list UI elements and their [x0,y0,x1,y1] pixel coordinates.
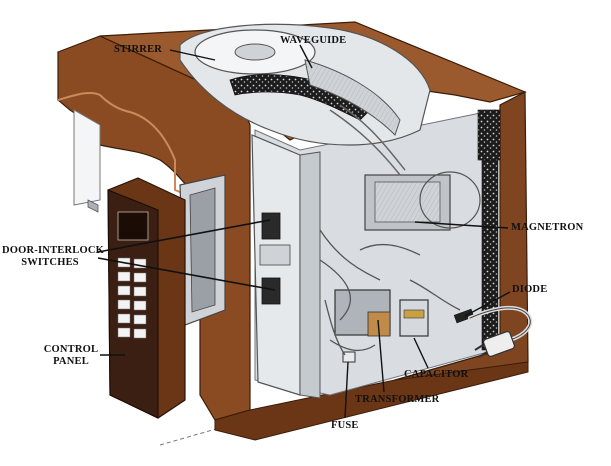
control-panel-button [117,327,131,338]
wiring [319,229,461,356]
plug-prong-2 [478,351,488,358]
label-control-panel: CONTROL PANEL [42,344,100,368]
control-panel-button [133,314,147,325]
label-magnetron: MAGNETRON [511,222,584,233]
switch-bracket [259,244,291,266]
cabinet-left-side [57,35,251,421]
door-frame [73,109,101,206]
insulation-band [229,74,371,121]
magnetron-fins [374,181,441,223]
control-panel-button [117,271,131,282]
front-chassis-frame [299,151,321,399]
control-panel-button [133,272,147,283]
label-control-panel-line2: PANEL [53,356,89,367]
fuse [342,351,356,363]
door-interlock-switch-lower [261,277,281,305]
control-panel-display [117,211,149,241]
power-plug [483,330,515,358]
door-interlock-switch-upper [261,212,281,240]
label-door-interlock-switches: DOOR-INTERLOCK SWITCHES [2,245,104,269]
label-capacitor: CAPACITOR [404,369,469,380]
label-stirrer: STIRRER [114,44,163,55]
label-diode: DIODE [512,284,548,295]
plug-prong-1 [474,344,484,351]
door-handle-inner [189,187,216,313]
cabinet-bottom [214,361,529,441]
stirrer-hub [234,43,276,61]
label-fuse: FUSE [331,420,359,431]
capacitor-band [403,309,425,319]
control-panel-button [133,328,147,339]
cabinet-left-cut-edge [57,91,201,201]
cable-bundle [329,104,406,176]
control-panel-button [117,299,131,310]
label-waveguide: WAVEGUIDE [280,35,347,46]
label-door-interlock-line1: DOOR-INTERLOCK [2,245,104,256]
door-hinge [87,199,99,213]
control-panel-button [117,313,131,324]
label-control-panel-line1: CONTROL [43,344,99,355]
control-panel-button [133,300,147,311]
waveguide-ridge [304,59,401,136]
label-transformer: TRANSFORMER [355,394,440,405]
label-door-interlock-line2: SWITCHES [21,257,79,268]
control-panel-button [133,258,147,269]
control-panel-button [117,285,131,296]
control-panel-button [117,257,131,268]
right-insulation-top [477,109,501,161]
transformer-coil [367,311,391,337]
right-insulation [481,159,499,351]
control-panel-button [133,286,147,297]
